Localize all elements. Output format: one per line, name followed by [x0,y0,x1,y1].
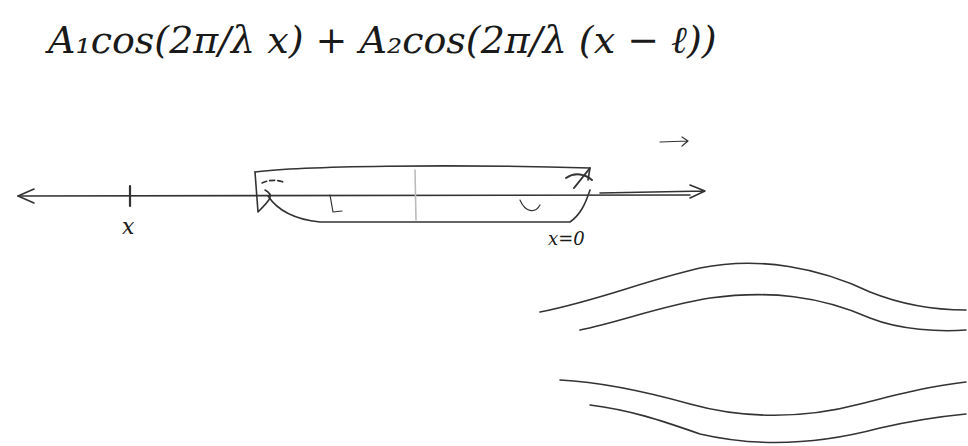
bulge-inner-top [580,295,966,331]
tick-mark [129,186,131,206]
bulge-outer-bottom [590,405,966,443]
bulge-outer-top [540,263,966,312]
small-arrow [660,137,688,146]
axis-arrowhead [18,189,34,203]
tube-left-end [255,172,270,212]
axis-line [18,195,690,196]
tube-divider [415,170,416,220]
tube-bottom [268,190,590,222]
position-label: x [122,214,134,239]
direction-arrow [600,185,705,198]
tube-top [255,166,590,180]
origin-label: x=0 [548,228,585,249]
tube-inner-mark [262,180,285,183]
boundary-mark [566,168,592,188]
wave-formula: A₁cos(2π/λ x) + A₂cos(2π/λ (x − ℓ)) [48,18,717,62]
tube-detail [330,195,540,212]
